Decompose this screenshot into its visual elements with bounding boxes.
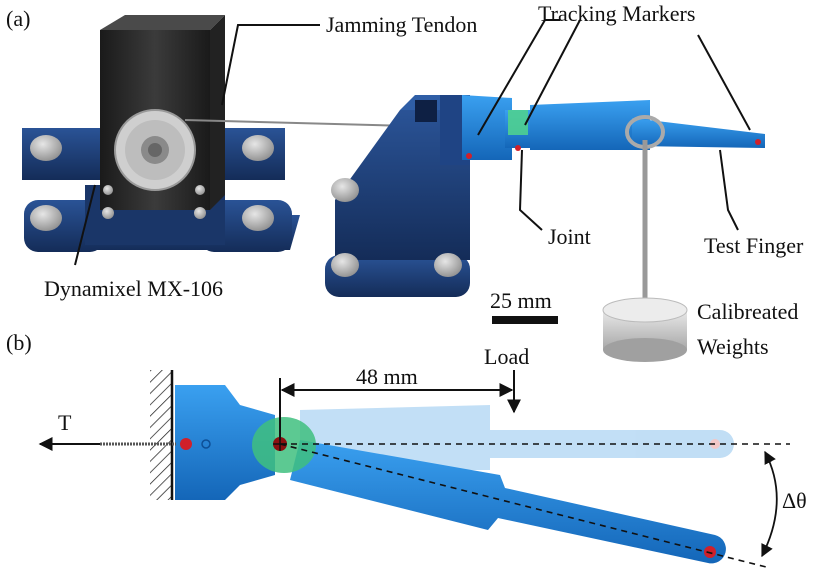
- calibrated-weights: [602, 140, 688, 362]
- weights-label-line2: Weights: [697, 334, 769, 359]
- jamming-tendon-label: Jamming Tendon: [326, 12, 478, 37]
- finger-assembly: [462, 95, 765, 160]
- scale-bar-label: 25 mm: [490, 288, 552, 313]
- distance-label: 48 mm: [356, 364, 418, 389]
- scale-bar: [492, 316, 558, 324]
- load-label: Load: [484, 344, 530, 369]
- dynamixel-motor-assembly: [22, 15, 300, 252]
- test-finger-label: Test Finger: [704, 233, 804, 258]
- joint-label: Joint: [548, 224, 591, 249]
- fixed-wall-hatching: [150, 370, 172, 500]
- panel-b-label: (b): [6, 330, 32, 355]
- tracking-markers-label: Tracking Markers: [538, 1, 696, 26]
- dynamixel-label: Dynamixel MX-106: [44, 276, 224, 301]
- reference-line-deflected: [279, 443, 771, 569]
- callout-lines: [74, 19, 751, 266]
- jamming-tendon-wire: [184, 119, 411, 127]
- delta-theta-arc: [761, 450, 778, 558]
- panel-a-label: (a): [6, 6, 31, 31]
- tension-label: T: [58, 410, 72, 435]
- bolt-icon: [30, 135, 274, 231]
- finger-base-mount: [325, 95, 470, 297]
- weights-label-line1: Calibreated: [697, 299, 799, 324]
- delta-theta-label: Δθ: [782, 488, 807, 513]
